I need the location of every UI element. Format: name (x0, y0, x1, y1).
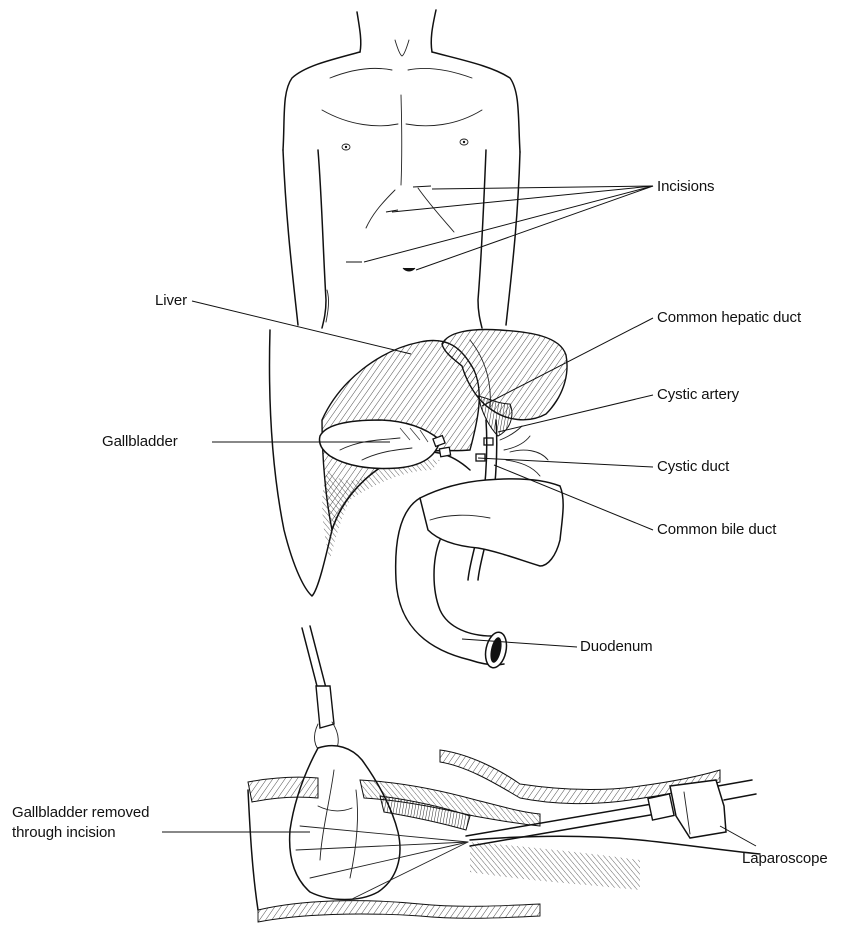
label-cystic-artery: Cystic artery (657, 386, 739, 404)
liver-organs-figure (192, 301, 653, 670)
label-liver: Liver (155, 292, 187, 310)
laparoscopy-figure (162, 626, 760, 922)
label-cystic-duct: Cystic duct (657, 458, 729, 476)
label-common-hepatic-duct: Common hepatic duct (657, 309, 801, 327)
label-gallbladder: Gallbladder (102, 433, 178, 451)
label-duodenum: Duodenum (580, 638, 653, 656)
label-gallbladder-removed: Gallbladder removed through incision (12, 803, 162, 843)
torso-figure (283, 10, 653, 328)
label-laparoscope: Laparoscope (742, 850, 828, 868)
label-common-bile-duct: Common bile duct (657, 521, 776, 539)
label-incisions: Incisions (657, 178, 714, 196)
